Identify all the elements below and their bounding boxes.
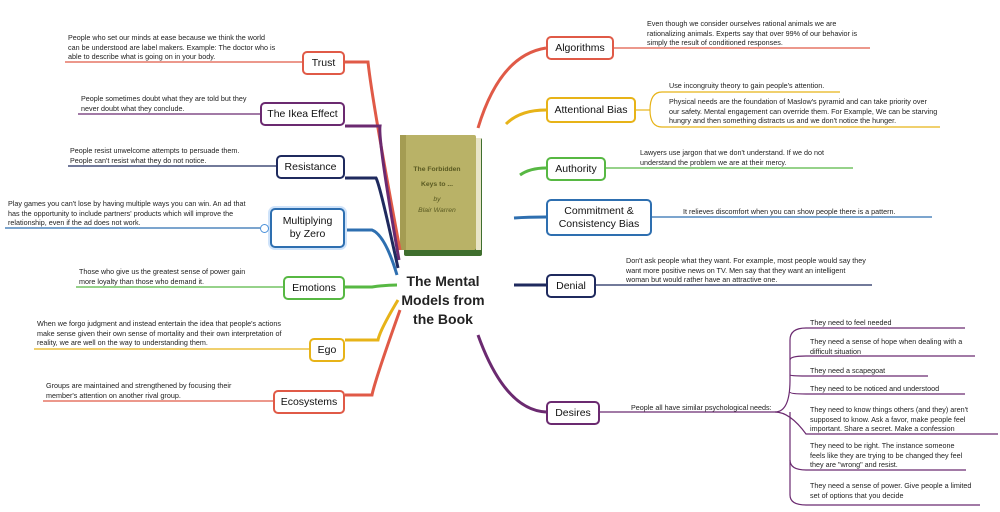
edge-ecosystems — [345, 309, 402, 397]
book-icon — [400, 135, 482, 256]
edge-trust — [335, 60, 402, 251]
edge-ego — [345, 299, 400, 342]
edge-authority — [519, 166, 547, 177]
central-topic[interactable]: The Mental Models from the Book — [393, 272, 493, 329]
note-ego: When we forgo judgment and instead enter… — [37, 319, 282, 348]
topic-ikea-effect[interactable]: The Ikea Effect — [260, 102, 345, 126]
edge-commitment — [513, 215, 547, 220]
topic-denial[interactable]: Denial — [546, 274, 596, 298]
note-emotions: Those who give us the greatest sense of … — [79, 267, 246, 286]
topic-ego[interactable]: Ego — [309, 338, 345, 362]
topic-trust[interactable]: Trust — [302, 51, 345, 75]
need-item: They need a scapegoat — [810, 366, 886, 375]
need-item: They need to be noticed and understood — [810, 384, 940, 393]
topic-algorithms[interactable]: Algorithms — [546, 36, 614, 60]
edge-attentional — [504, 108, 547, 126]
need-item: They need to be right. The instance some… — [810, 441, 963, 470]
topic-resistance[interactable]: Resistance — [276, 155, 345, 179]
edge-multiplying — [345, 228, 399, 276]
note-desires: People all have similar psychological ne… — [631, 403, 772, 412]
need-item: They need a sense of power. Give people … — [810, 481, 972, 500]
edge-resistance — [345, 176, 400, 269]
note-multiplying-by-zero: Play games you can't lose by having mult… — [8, 199, 246, 228]
topic-desires[interactable]: Desires — [546, 401, 600, 425]
topic-emotions[interactable]: Emotions — [283, 276, 345, 300]
need-item: They need a sense of hope when dealing w… — [810, 337, 963, 356]
note-ikea-effect: People sometimes doubt what they are tol… — [81, 94, 247, 113]
book-title-line2: Keys to ... — [420, 181, 454, 188]
need-item: They need to know things others (and the… — [810, 405, 968, 434]
edge-desires — [476, 334, 547, 414]
book-by: by — [433, 196, 441, 203]
note-attentional-bias-2: Physical needs are the foundation of Mas… — [669, 97, 938, 126]
edge-ikea — [345, 124, 401, 261]
book-author: Blair Warren — [418, 207, 456, 214]
edge-emotions — [345, 283, 398, 289]
note-resistance: People resist unwelcome attempts to pers… — [70, 146, 240, 165]
need-item: They need to feel needed — [810, 318, 892, 327]
topic-attentional-bias[interactable]: Attentional Bias — [546, 97, 636, 123]
note-ecosystems: Groups are maintained and strengthened b… — [46, 381, 232, 400]
topic-ecosystems[interactable]: Ecosystems — [273, 390, 345, 414]
note-trust: People who set our minds at ease because… — [68, 33, 276, 62]
topic-commitment-consistency-bias[interactable]: Commitment & Consistency Bias — [546, 199, 652, 236]
topic-multiplying-by-zero[interactable]: Multiplying by Zero — [270, 208, 345, 248]
central-title-line2: Models from — [401, 292, 485, 308]
note-algorithms: Even though we consider ourselves ration… — [647, 19, 858, 48]
note-authority: Lawyers use jargon that we don't underst… — [640, 148, 824, 167]
note-commitment-consistency: It relieves discomfort when you can show… — [683, 207, 896, 216]
note-denial: Don't ask people what they want. For exa… — [626, 256, 866, 285]
central-title-line3: the Book — [413, 311, 473, 327]
book-title-line1: The Forbidden — [413, 166, 461, 173]
edge-algorithms — [476, 46, 547, 129]
branch-handle[interactable] — [260, 224, 269, 233]
topic-authority[interactable]: Authority — [546, 157, 606, 181]
central-title-line1: The Mental — [406, 273, 480, 289]
note-attentional-bias-1: Use incongruity theory to gain people's … — [669, 81, 825, 90]
